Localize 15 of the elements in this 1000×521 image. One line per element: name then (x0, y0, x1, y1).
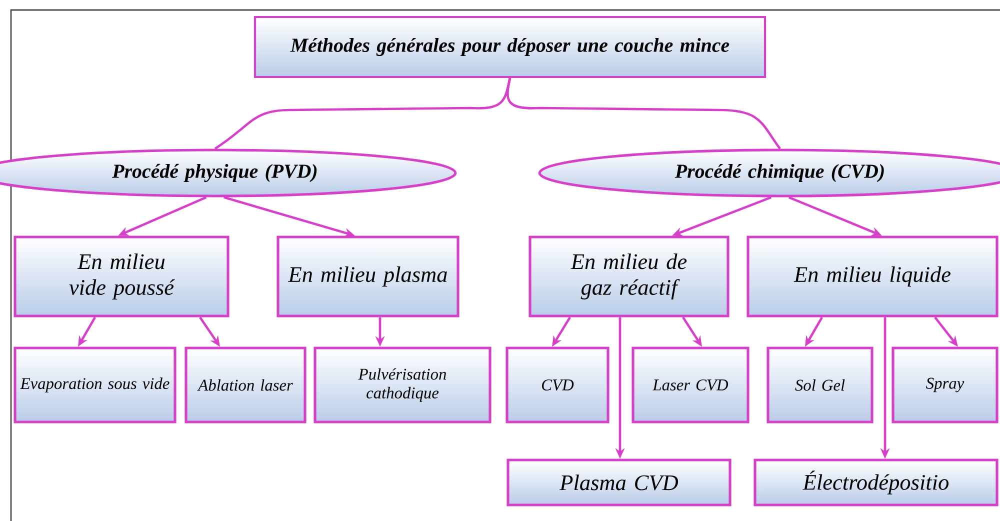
title-box: Méthodes générales pour déposer une couche mince (254, 16, 766, 78)
method-box: Laser CVD (632, 346, 750, 424)
connector-brace (506, 78, 781, 150)
method-box: Evaporation sous vide (14, 346, 176, 424)
method-box: Sol Gel (766, 346, 874, 424)
method-box: Ablation laser (184, 346, 306, 424)
process-box: En milieu plasma (276, 236, 460, 318)
process-box: En milieu de gaz réactif (528, 236, 730, 318)
method-box: Électrodépositio (754, 458, 998, 506)
process-box: En milieu vide poussé (14, 236, 230, 318)
method-box: Plasma CVD (506, 458, 732, 506)
process-box: En milieu liquide (746, 236, 998, 318)
method-box: Pulvérisation cathodique (314, 346, 492, 424)
method-box: Spray (892, 346, 998, 424)
method-box: CVD (506, 346, 610, 424)
